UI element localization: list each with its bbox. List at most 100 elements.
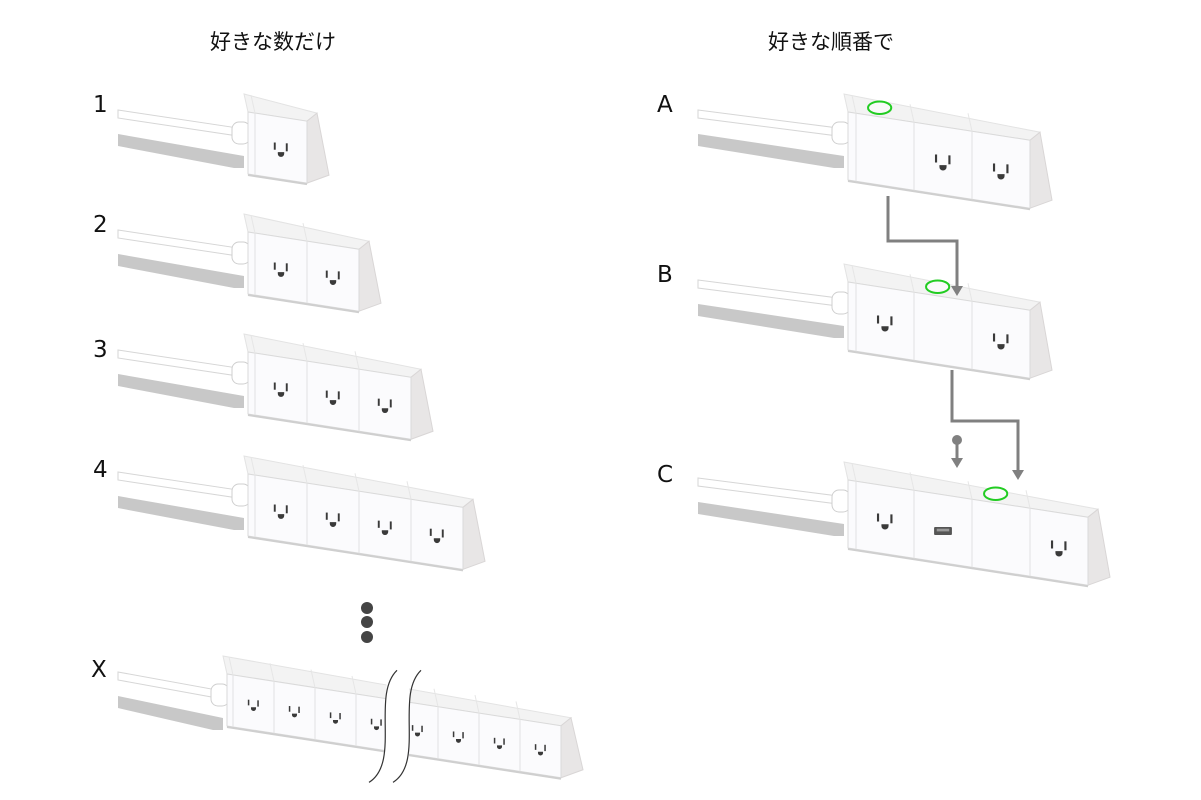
strip-a bbox=[697, 93, 1053, 211]
outlet-icon bbox=[452, 731, 464, 743]
outlet-slot-left bbox=[273, 262, 276, 270]
strip-bottom-edge bbox=[847, 350, 1031, 381]
outlet-icon bbox=[377, 398, 392, 414]
outlet-icon bbox=[325, 390, 340, 405]
module-top-divider bbox=[354, 473, 360, 492]
outlet-ground-hole bbox=[881, 524, 889, 530]
module-top-divider bbox=[967, 481, 973, 500]
strip-bottom-edge bbox=[247, 414, 412, 442]
outlet-ground-hole bbox=[332, 719, 339, 724]
outlet-slot-right bbox=[337, 271, 340, 280]
strip-label-4: 4 bbox=[93, 457, 108, 483]
ellipsis-dot bbox=[361, 616, 373, 628]
outlet-slot-left bbox=[992, 333, 996, 342]
outlet-slot-right bbox=[285, 143, 288, 152]
strip-bottom-edge bbox=[847, 180, 1031, 211]
outlet-ground-hole bbox=[277, 514, 285, 519]
outlet-icon bbox=[377, 520, 392, 536]
outlet-ground-hole bbox=[881, 326, 889, 332]
outlet-slot-left bbox=[273, 382, 276, 390]
plug-collar bbox=[831, 291, 851, 315]
outlet-ground-hole bbox=[277, 392, 285, 397]
strip-2 bbox=[117, 213, 382, 314]
cord-shadow bbox=[118, 254, 244, 288]
outlet-ground-hole bbox=[537, 751, 544, 756]
outlet-slot-left bbox=[325, 390, 328, 398]
strip-3 bbox=[117, 333, 434, 442]
module-top-divider bbox=[406, 481, 412, 500]
module-top-divider bbox=[351, 675, 357, 695]
module-top-divider bbox=[228, 656, 234, 676]
outlet-slot-left bbox=[934, 154, 938, 163]
outlet-ground-hole bbox=[496, 745, 503, 750]
outlet-icon bbox=[429, 528, 444, 544]
usb-port-icon bbox=[934, 526, 952, 535]
outlet-slot-left bbox=[411, 725, 414, 731]
plug-collar bbox=[231, 483, 251, 507]
outlet-icon bbox=[329, 712, 341, 724]
strip-end-face bbox=[410, 368, 434, 440]
strip-b bbox=[697, 263, 1053, 381]
outlet-icon bbox=[876, 315, 893, 332]
outlet-slot-right bbox=[389, 521, 392, 530]
power-cord bbox=[117, 349, 239, 377]
outlet-ground-hole bbox=[939, 165, 947, 171]
outlet-slot-left bbox=[325, 270, 328, 278]
outlet-ground-hole bbox=[329, 400, 337, 405]
outlet-slot-left bbox=[377, 520, 380, 528]
module-top-divider bbox=[310, 669, 316, 688]
outlet-ground-hole bbox=[997, 174, 1005, 180]
strip-end-face bbox=[1029, 131, 1053, 209]
strip-c bbox=[697, 461, 1111, 588]
power-cord bbox=[697, 477, 839, 505]
outlet-icon bbox=[273, 504, 288, 519]
outlet-slot-right bbox=[339, 713, 341, 720]
outlet-icon bbox=[934, 154, 951, 171]
outlet-slot-left bbox=[992, 163, 996, 172]
module-top-divider bbox=[250, 94, 256, 114]
outlet-ground-hole bbox=[329, 522, 337, 527]
outlet-icon bbox=[273, 382, 288, 397]
outlet-slot-right bbox=[337, 513, 340, 522]
strip-1 bbox=[117, 93, 330, 186]
outlet-slot-right bbox=[285, 263, 288, 272]
outlet-ground-hole bbox=[381, 530, 389, 536]
strip-4 bbox=[117, 455, 486, 572]
outlet-icon bbox=[273, 262, 288, 277]
module-top-divider bbox=[250, 456, 256, 476]
outlet-icon bbox=[876, 513, 893, 530]
strip-end-face bbox=[358, 240, 382, 312]
outlet-slot-right bbox=[462, 732, 464, 739]
outlet-slot-left bbox=[1050, 540, 1054, 549]
outlet-icon bbox=[325, 270, 340, 285]
cord-shadow bbox=[698, 134, 844, 168]
outlet-slot-left bbox=[452, 731, 455, 738]
strip-bottom-edge bbox=[247, 536, 464, 572]
switch-ring-icon bbox=[925, 279, 951, 294]
outlet-slot-right bbox=[285, 505, 288, 514]
plug-collar bbox=[231, 361, 251, 385]
module-top-divider bbox=[250, 334, 256, 354]
title-any-order: 好きな順番で bbox=[768, 30, 894, 54]
outlet-ground-hole bbox=[373, 726, 380, 731]
outlet-slot-left bbox=[876, 513, 880, 522]
outlet-ground-hole bbox=[277, 272, 285, 277]
ellipsis-dot bbox=[361, 602, 373, 614]
strip-end-face bbox=[560, 716, 584, 779]
strip-bottom-edge bbox=[847, 548, 1089, 588]
outlet-slot-right bbox=[1064, 541, 1067, 551]
strip-x bbox=[117, 655, 584, 783]
strip-label-c: C bbox=[657, 462, 674, 488]
outlet-slot-left bbox=[493, 737, 496, 744]
module-top-divider bbox=[909, 104, 915, 123]
outlet-slot-left bbox=[876, 315, 880, 324]
module-top-divider bbox=[302, 223, 308, 242]
outlet-icon bbox=[247, 699, 259, 712]
module-top-divider bbox=[474, 694, 480, 714]
module-top-divider bbox=[433, 688, 439, 707]
strip-end-face bbox=[462, 498, 486, 571]
module-top-divider bbox=[909, 472, 915, 491]
outlet-ground-hole bbox=[455, 739, 462, 743]
module-top-divider bbox=[851, 95, 857, 114]
